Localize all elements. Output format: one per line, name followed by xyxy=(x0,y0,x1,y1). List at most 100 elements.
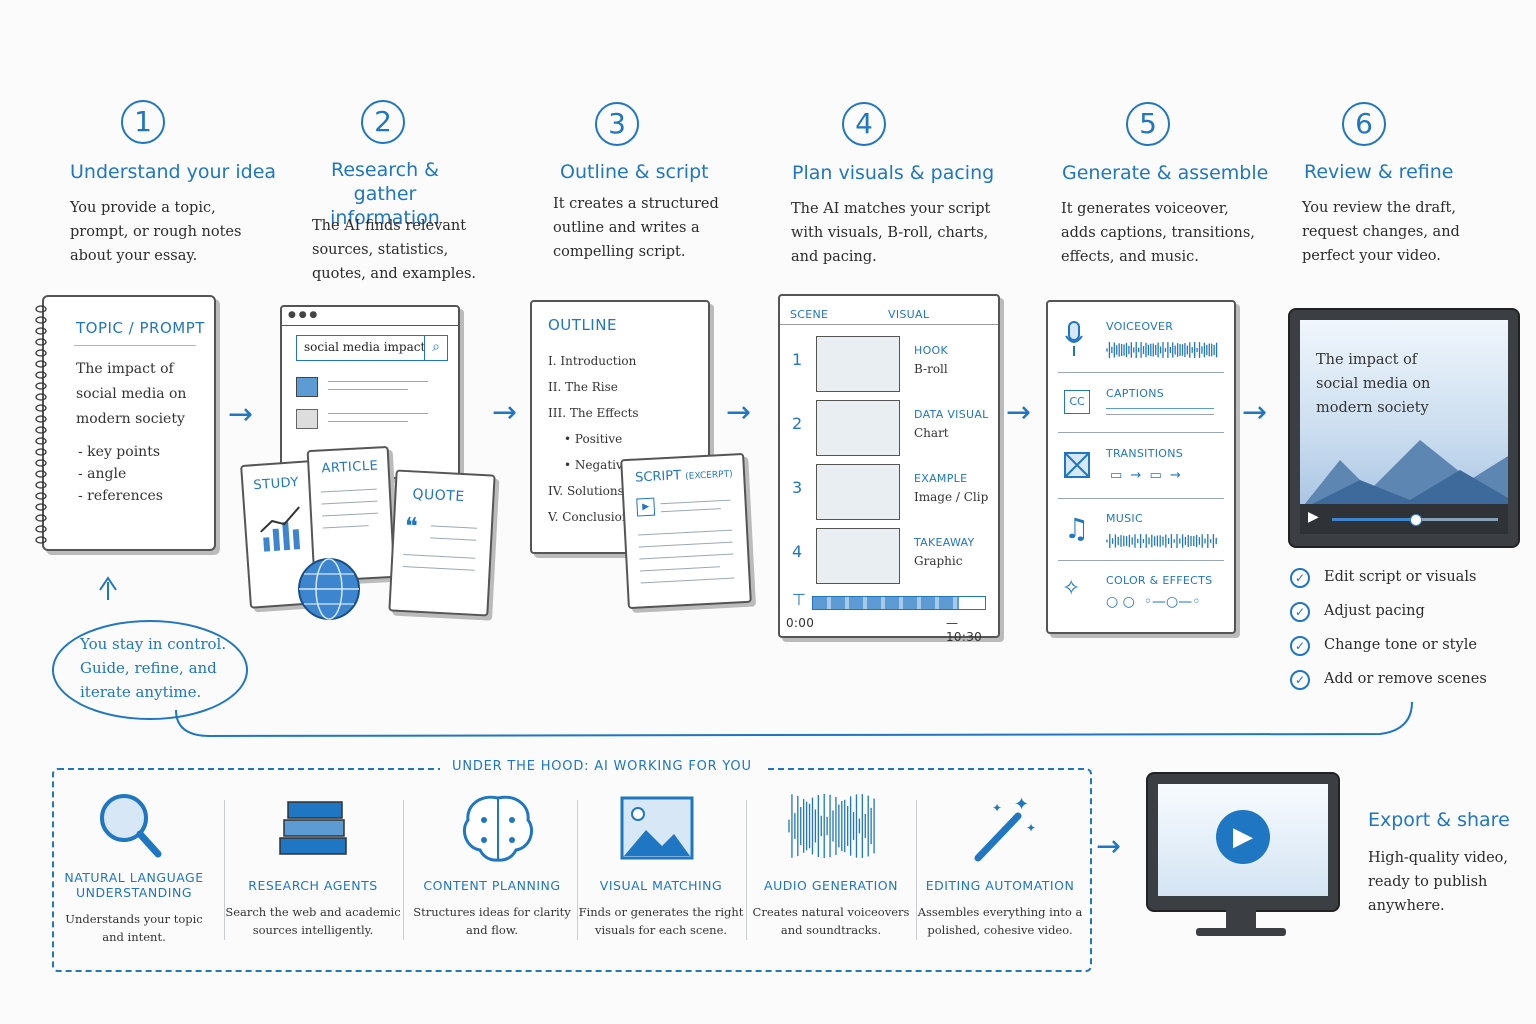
scene-number: 3 xyxy=(792,478,803,497)
storyboard-row[interactable]: 1 HOOK B-roll xyxy=(780,336,998,396)
arrow-right-icon: → xyxy=(1006,395,1032,430)
arrow-right-icon: → xyxy=(228,397,254,432)
export-title: Export & share xyxy=(1368,809,1510,831)
arrow-right-icon: → xyxy=(1096,829,1122,864)
check-icon: ✓ xyxy=(1290,602,1310,622)
row-captions: CAPTIONS xyxy=(1106,387,1165,400)
arrow-right-icon: → xyxy=(492,395,518,430)
quote-mark-icon: ❝ xyxy=(404,512,419,541)
svg-text:✦: ✦ xyxy=(992,801,1002,815)
row-color-effects: COLOR & EFFECTS xyxy=(1106,574,1213,587)
scene-label: HOOK xyxy=(914,344,949,357)
check-icon: ✓ xyxy=(1290,670,1310,690)
result-thumb-icon xyxy=(296,377,318,397)
export-monitor: ▶ xyxy=(1146,772,1340,912)
hood-divider xyxy=(915,800,917,940)
step-number-2: 2 xyxy=(361,100,405,144)
scene-sub: B-roll xyxy=(914,362,948,376)
check-icon: ✓ xyxy=(1290,636,1310,656)
spiral-binding-icon xyxy=(35,305,47,544)
outline-list: I. Introduction II. The Rise III. The Ef… xyxy=(548,354,639,524)
microphone-icon xyxy=(1064,321,1083,356)
waveform-icon xyxy=(1106,534,1217,548)
monitor-base xyxy=(1196,928,1286,936)
play-button[interactable]: ▶ xyxy=(1216,810,1270,864)
step-desc-6: You review the draft,request changes, an… xyxy=(1302,200,1460,264)
hood-item-title: AUDIO GENERATION xyxy=(764,878,898,893)
hood-item-title: VISUAL MATCHING xyxy=(599,878,723,893)
notebook-header: TOPIC / PROMPT xyxy=(76,319,205,337)
scene-label: EXAMPLE xyxy=(914,472,968,485)
step-title-6: Review & refine xyxy=(1304,161,1454,183)
books-icon xyxy=(279,801,347,855)
storyboard-row[interactable]: 3 EXAMPLE Image / Clip xyxy=(780,464,998,524)
step-title-1: Understand your idea xyxy=(70,161,277,183)
step-number-6: 6 xyxy=(1342,102,1386,146)
step-number-4: 4 xyxy=(842,102,886,146)
step-title-4: Plan visuals & pacing xyxy=(792,162,995,184)
playhead-icon: ⊤ xyxy=(792,590,806,609)
scene-number: 1 xyxy=(792,350,803,369)
hood-divider xyxy=(576,800,578,940)
scene-sub: Chart xyxy=(914,426,949,440)
scene-number: 2 xyxy=(792,414,803,433)
script-label: SCRIPT (EXCERPT) xyxy=(634,468,733,486)
waveform-icon xyxy=(1106,342,1218,358)
row-voiceover: VOICEOVER xyxy=(1106,320,1174,333)
col-visual: VISUAL xyxy=(888,308,930,321)
hood-title: UNDER THE HOOD: AI WORKING FOR YOU xyxy=(440,759,764,774)
search-icon[interactable]: ⌕ xyxy=(424,336,447,360)
effect-knobs-icon: ○ ○ ◦—○—◦ xyxy=(1106,594,1201,610)
check-edit-script: Edit script or visuals xyxy=(1324,569,1477,585)
globe-icon xyxy=(298,558,360,620)
image-icon xyxy=(620,796,694,860)
study-doc: STUDY xyxy=(240,459,334,609)
play-icon: ▶ xyxy=(636,497,656,517)
assemble-card: VOICEOVER CC CAPTIONS TRANSITIONS ▭ → ▭ … xyxy=(1046,300,1236,634)
search-input[interactable]: social media impact ⌕ xyxy=(296,335,448,361)
scene-thumbnail-chart xyxy=(816,400,900,456)
check-change-tone: Change tone or style xyxy=(1324,637,1477,653)
row-transitions: TRANSITIONS xyxy=(1106,447,1184,460)
notebook-bullets: - key points- angle- references xyxy=(78,444,163,504)
scene-sub: Image / Clip xyxy=(914,490,989,504)
export-screen: ▶ xyxy=(1158,784,1328,896)
sparkle-icon: ✧ xyxy=(1062,576,1081,601)
magnifier-icon xyxy=(100,794,162,858)
arrow-right-icon: → xyxy=(1242,395,1268,430)
play-button[interactable]: ▶ xyxy=(1308,509,1319,525)
scene-sub: Graphic xyxy=(914,554,963,568)
seek-bar[interactable] xyxy=(1332,514,1498,526)
hood-item-title: RESEARCH AGENTS xyxy=(248,878,378,893)
scene-thumbnail-person xyxy=(816,336,900,392)
hood-divider xyxy=(223,800,225,940)
monitor-stand xyxy=(1226,910,1256,930)
svg-text:✦: ✦ xyxy=(1026,821,1036,835)
player-controls: ▶ xyxy=(1300,504,1508,534)
step-number-3: 3 xyxy=(595,102,639,146)
time-end: — 10:30 xyxy=(946,616,983,644)
timeline-bar[interactable] xyxy=(812,596,986,610)
window-dots-icon: ● ● ● xyxy=(288,310,318,320)
hood-divider xyxy=(402,800,404,940)
hood-divider xyxy=(746,800,747,940)
step-title-3: Outline & script xyxy=(560,161,709,183)
music-note-icon: ♫ xyxy=(1064,512,1090,545)
